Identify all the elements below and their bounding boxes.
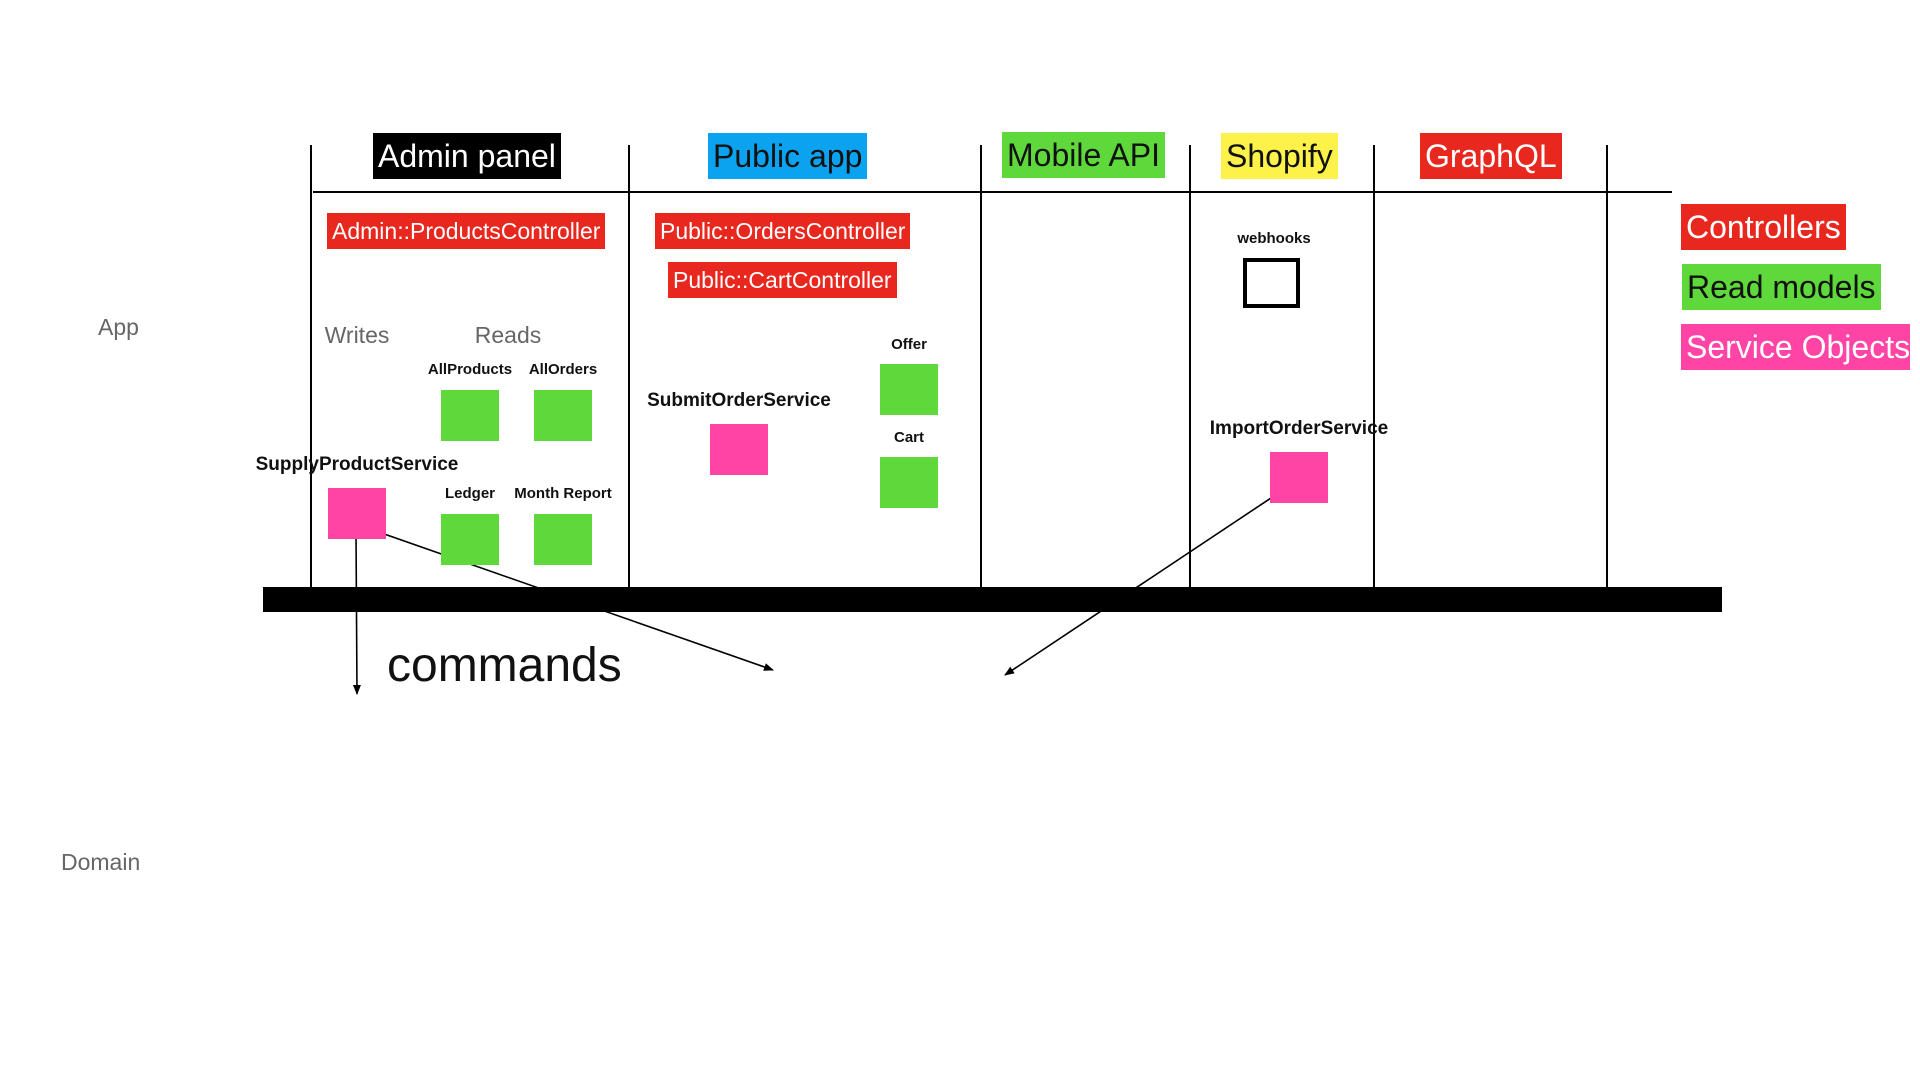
read-model-label: Cart <box>893 429 925 446</box>
service-label-submit-order: SubmitOrderService <box>647 390 831 411</box>
writes-label: Writes <box>324 322 390 348</box>
controller-public-orders: Public::OrdersController <box>655 213 911 249</box>
webhooks-box <box>1243 258 1300 308</box>
service-label-import-order: ImportOrderService <box>1209 418 1389 439</box>
read-model-offer <box>880 364 938 415</box>
service-object-submit-order <box>710 424 768 475</box>
service-label-supply-product: SupplyProductService <box>255 454 459 475</box>
read-model-all-products <box>441 390 499 441</box>
read-model-month-report <box>534 514 592 565</box>
command-arrow-right <box>366 527 774 671</box>
column-header-shopify: Shopify <box>1221 133 1338 179</box>
layer-label-domain: Domain <box>61 849 141 875</box>
column-header-mobile-api: Mobile API <box>1002 132 1165 178</box>
service-object-import-order <box>1270 452 1328 503</box>
command-arrow-down <box>352 531 361 695</box>
read-model-label: Month Report <box>514 485 612 502</box>
read-model-all-orders <box>534 390 592 441</box>
legend-service-objects: Service Objects <box>1681 324 1911 370</box>
reads-label: Reads <box>474 322 542 348</box>
column-header-public-app: Public app <box>708 133 868 179</box>
controller-admin-products: Admin::ProductsController <box>327 213 606 249</box>
legend-controllers: Controllers <box>1681 204 1846 250</box>
column-header-admin-panel: Admin panel <box>373 133 561 179</box>
controller-public-cart: Public::CartController <box>668 262 897 298</box>
commands-label: commands <box>387 639 622 692</box>
read-model-label: AllOrders <box>528 361 598 378</box>
legend-read-models: Read models <box>1682 264 1881 310</box>
read-model-label: Offer <box>891 336 927 353</box>
read-model-ledger <box>441 514 499 565</box>
column-header-graphql: GraphQL <box>1420 133 1562 179</box>
read-model-cart <box>880 457 938 508</box>
service-object-supply-product <box>328 488 386 539</box>
domain-boundary-bar <box>263 587 1722 612</box>
read-model-label: AllProducts <box>427 361 513 378</box>
read-model-label: Ledger <box>444 485 496 502</box>
command-arrow-left <box>1004 491 1281 676</box>
layer-label-app: App <box>98 314 139 340</box>
webhooks-label: webhooks <box>1237 230 1311 247</box>
